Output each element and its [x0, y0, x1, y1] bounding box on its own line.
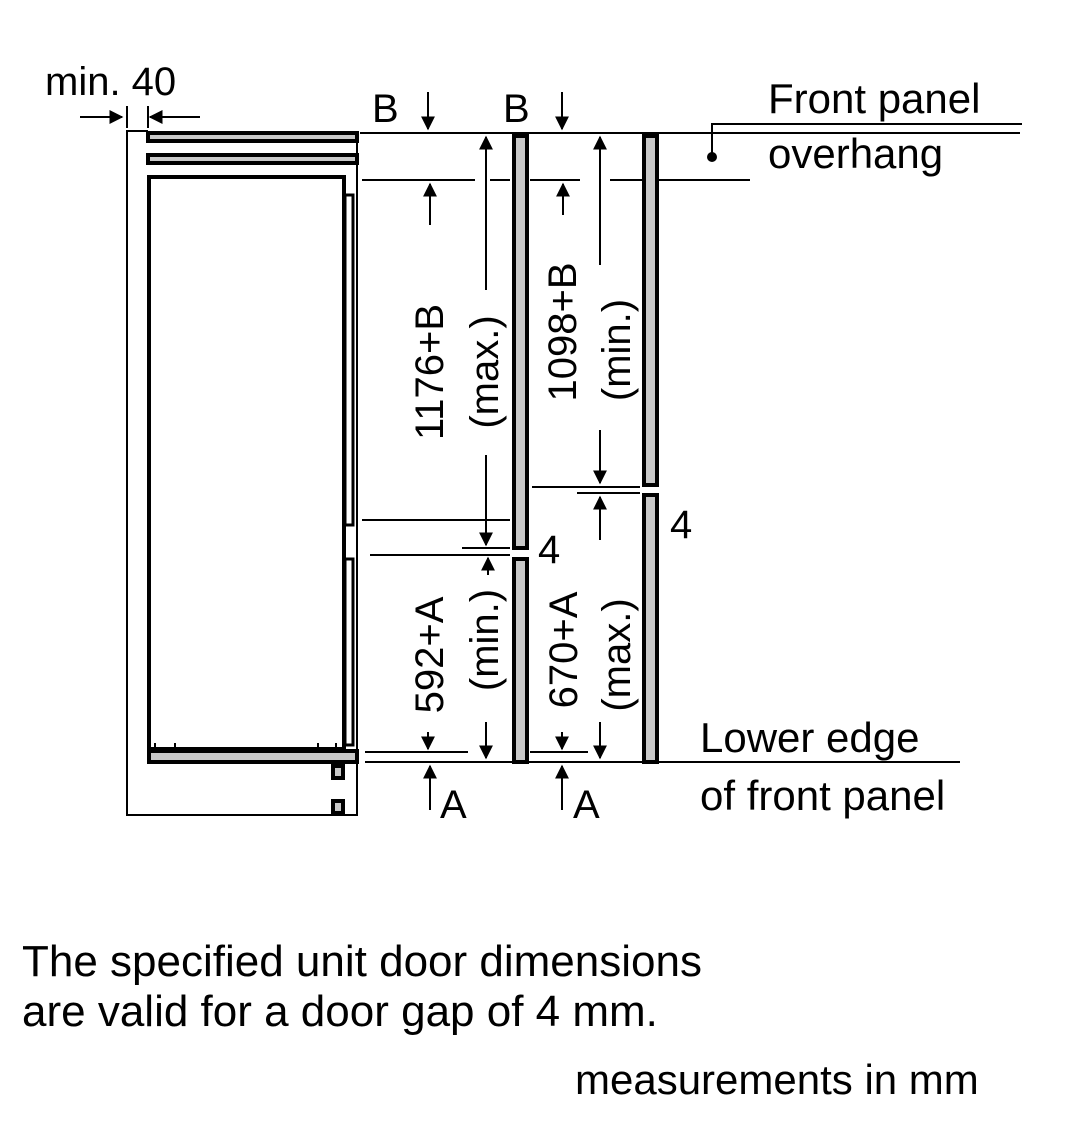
a-marker-1: A: [440, 783, 467, 827]
lower-door-max-value: 670+A: [542, 591, 586, 708]
lower-door-panel-2: [642, 493, 659, 764]
front-panel-overhang-line1: Front panel: [768, 75, 980, 122]
upper-door-min-qualifier: (min.): [595, 299, 639, 401]
reference-lines: [360, 132, 1020, 763]
lower-door-min-qualifier: (min.): [463, 589, 507, 691]
gap-label-1: 4: [538, 528, 560, 572]
min-clearance-label: min. 40: [45, 60, 176, 104]
lower-edge-line1: Lower edge: [700, 714, 920, 761]
upper-door-panel-1: [512, 134, 529, 550]
cabinet-side-view: [126, 130, 359, 816]
b-marker-1: B: [372, 87, 399, 131]
door-gap-note-line2: are valid for a door gap of 4 mm.: [22, 987, 658, 1036]
b-marker-2: B: [503, 87, 530, 131]
lower-door-panel-1: [512, 557, 529, 764]
dimension-arrows: [421, 135, 607, 810]
units-note: measurements in mm: [575, 1056, 979, 1103]
overhang-callout: [707, 123, 1022, 162]
upper-door-max-value: 1176+B: [408, 304, 452, 440]
lower-door-max-qualifier: (max.): [595, 598, 639, 711]
gap-label-2: 4: [670, 503, 692, 547]
upper-door-min-value: 1098+B: [541, 262, 585, 401]
lower-door-min-value: 592+A: [408, 596, 452, 713]
a-marker-2: A: [573, 783, 600, 827]
door-gap-note-line1: The specified unit door dimensions: [22, 937, 702, 986]
door-panels: [512, 134, 659, 764]
upper-door-max-qualifier: (max.): [463, 315, 507, 428]
min-clearance-arrows: [80, 106, 200, 128]
upper-door-panel-2: [642, 134, 659, 487]
front-panel-overhang-line2: overhang: [768, 130, 943, 177]
lower-edge-line2: of front panel: [700, 772, 945, 819]
